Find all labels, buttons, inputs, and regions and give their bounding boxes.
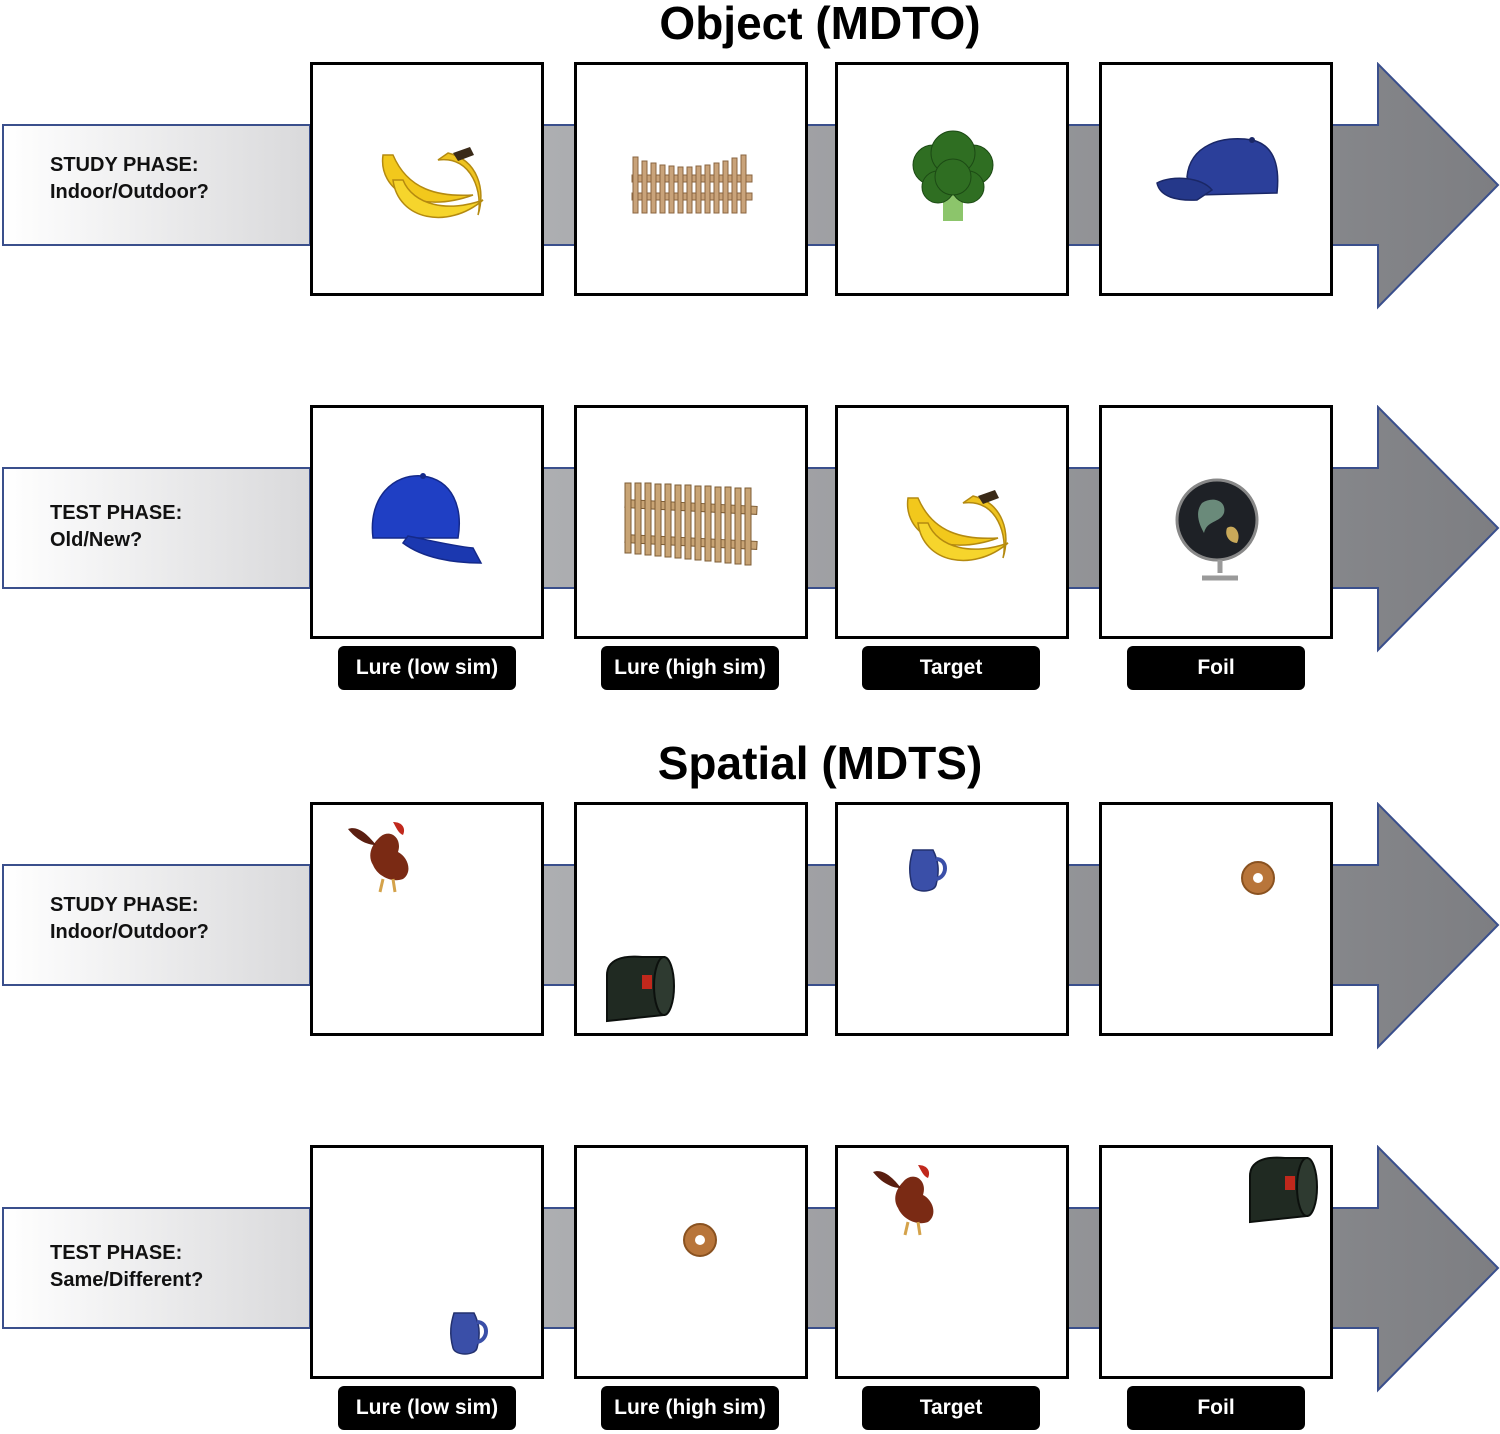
phase-name: TEST PHASE: [50, 502, 183, 524]
stimulus-panel-bagel [1099, 802, 1333, 1036]
phase-question: Old/New? [50, 529, 143, 551]
pitcher-image [909, 849, 947, 892]
section-title-spatial: Spatial (MDTS) [657, 737, 983, 789]
stimulus-panel-fence [574, 405, 808, 639]
trial-type-label: Foil [1127, 1386, 1305, 1430]
stimulus-panel-rooster [310, 802, 544, 1036]
mailbox-image [1249, 1156, 1318, 1224]
object-study-row: STUDY PHASE: Indoor/Outdoor? [0, 62, 1500, 312]
stimulus-panel-banana [835, 405, 1069, 639]
broccoli-image [912, 130, 994, 221]
stimulus-panel-broccoli [835, 62, 1069, 296]
fence-image [631, 154, 753, 214]
stimulus-panel-pitcher [310, 1145, 544, 1379]
phase-label: TEST PHASE: Old/New? [50, 500, 182, 554]
stimulus-panel-bagel [574, 1145, 808, 1379]
spatial-test-row: TEST PHASE: Same/Different? [0, 1145, 1500, 1430]
stimulus-panel-mailbox [1099, 1145, 1333, 1379]
phase-question: Indoor/Outdoor? [50, 921, 209, 943]
banana-image [906, 490, 1009, 562]
stimulus-panel-cap [1099, 62, 1333, 296]
phase-label: STUDY PHASE: Indoor/Outdoor? [50, 892, 209, 946]
rooster-image [348, 822, 409, 893]
pitcher-image [450, 1312, 488, 1355]
trial-type-label: Lure (high sim) [601, 646, 779, 690]
stimulus-panel-banana [310, 62, 544, 296]
trial-type-label: Foil [1127, 646, 1305, 690]
banana-image [381, 147, 484, 219]
bagel-image [683, 1223, 717, 1257]
object-test-row: TEST PHASE: Old/New? [0, 405, 1500, 690]
rooster-image [873, 1165, 934, 1236]
fence-image [624, 482, 758, 566]
phase-question: Indoor/Outdoor? [50, 181, 209, 203]
stimulus-panel-globe [1099, 405, 1333, 639]
stimulus-panel-rooster [835, 1145, 1069, 1379]
spatial-study-row: STUDY PHASE: Indoor/Outdoor? [0, 802, 1500, 1052]
trial-type-label: Target [862, 646, 1040, 690]
stimulus-panel-fence [574, 62, 808, 296]
trial-type-label: Lure (low sim) [338, 1386, 516, 1430]
trial-type-label: Target [862, 1386, 1040, 1430]
cap-image [371, 473, 483, 564]
phase-question: Same/Different? [50, 1269, 204, 1291]
cap-image [1156, 137, 1279, 201]
phase-name: STUDY PHASE: [50, 154, 199, 176]
phase-label: STUDY PHASE: Indoor/Outdoor? [50, 152, 209, 206]
bagel-image [1241, 861, 1275, 895]
phase-name: STUDY PHASE: [50, 894, 199, 916]
trial-type-label: Lure (high sim) [601, 1386, 779, 1430]
trial-type-label: Lure (low sim) [338, 646, 516, 690]
phase-label: TEST PHASE: Same/Different? [50, 1240, 203, 1294]
stimulus-panel-cap [310, 405, 544, 639]
stimulus-panel-pitcher [835, 802, 1069, 1036]
mailbox-image [606, 955, 675, 1023]
globe-image [1175, 478, 1259, 581]
section-title-object: Object (MDTO) [659, 0, 981, 49]
stimulus-panel-mailbox [574, 802, 808, 1036]
phase-name: TEST PHASE: [50, 1242, 183, 1264]
